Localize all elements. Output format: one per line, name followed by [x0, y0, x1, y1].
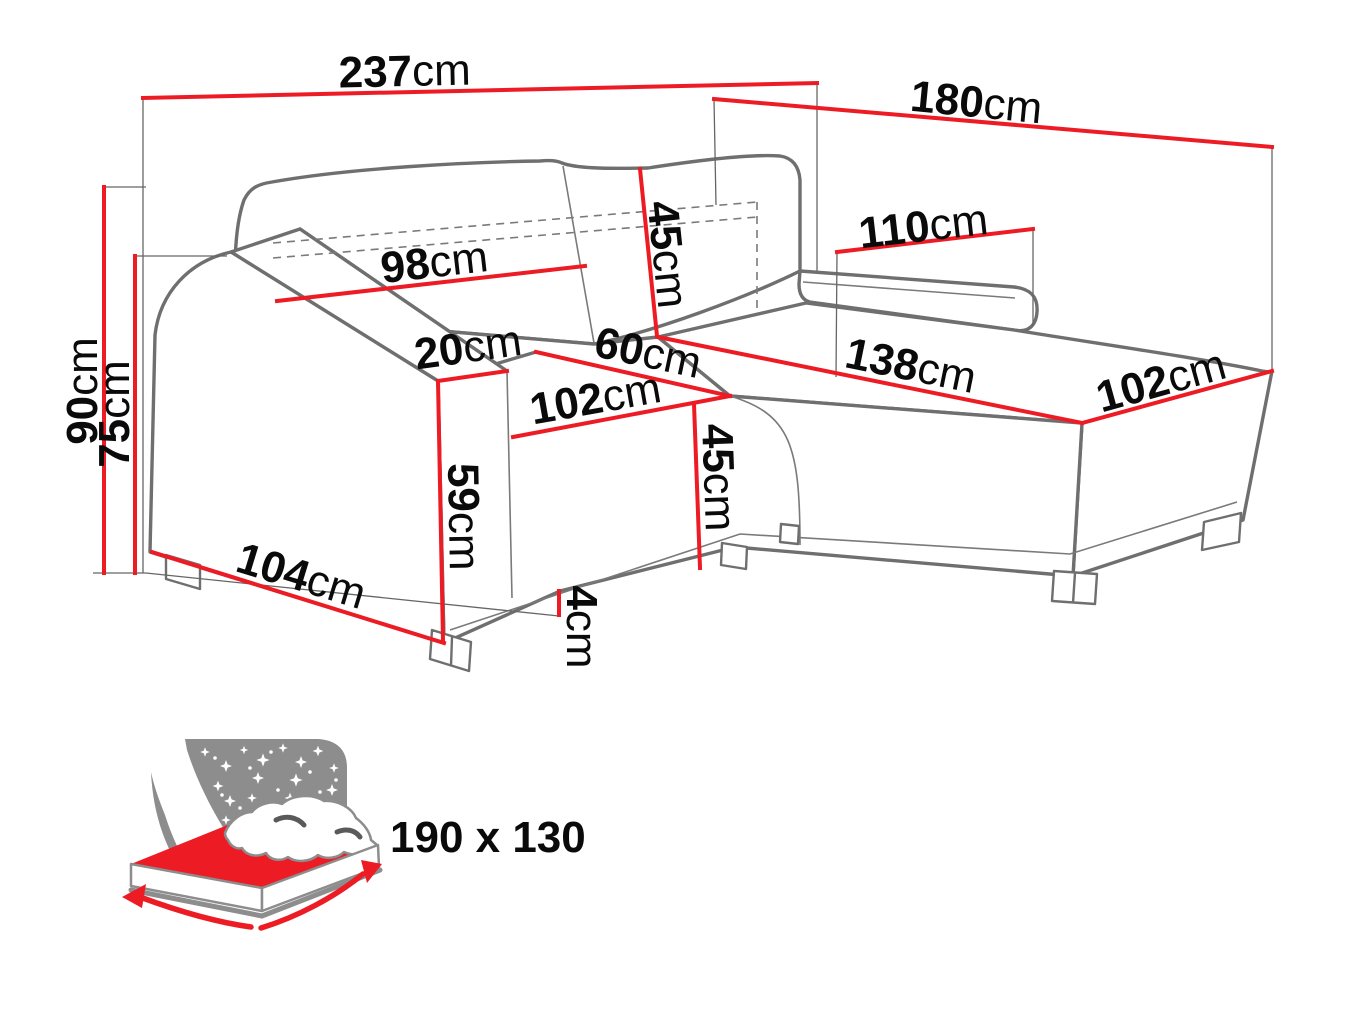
dim-label-armrest-width: 20cm [411, 316, 524, 379]
dim-line-backrest-cushion-width [274, 263, 588, 304]
bedding-blanket [223, 794, 379, 863]
dim-line-chaise-back-width [834, 226, 1036, 255]
dim-line-front-height [435, 378, 446, 644]
chaise-corner-seam [729, 395, 801, 546]
dim-label-depth-total: 180cm [908, 72, 1044, 133]
dim-label-seat-height: 45cm [692, 423, 745, 532]
dim-line-width-total [140, 80, 820, 101]
dimension-labels: 237cm 180cm 110cm 98cm 45cm 90cm 75cm 20… [58, 46, 1231, 669]
foot [1200, 511, 1243, 552]
dim-line-corner-seat-width [533, 349, 733, 399]
dim-label-front-height: 59cm [438, 463, 489, 571]
stars [155, 743, 342, 883]
bed-base-line [128, 867, 383, 919]
backrest-seam [562, 165, 595, 344]
sleeping-area-label: 190 x 130 [390, 813, 586, 862]
sleeping-function-icon: 190 x 130 [122, 739, 586, 931]
dimension-lines [102, 80, 1275, 646]
dim-line-backrest-cushion-height [637, 166, 660, 339]
dim-label-corner-seat-width: 60cm [590, 318, 705, 388]
chaise-seat [656, 301, 1272, 425]
dim-label-height-total: 90cm [58, 337, 107, 445]
base-seam [449, 501, 1238, 631]
foot [1050, 569, 1099, 606]
sofa-seams [449, 165, 1238, 631]
foot [778, 522, 801, 546]
dim-label-seat-width: 102cm [526, 363, 665, 434]
dim-label-width-total: 237cm [338, 46, 471, 98]
dim-line-chaise-width [1079, 368, 1275, 426]
dim-line-seat-height [691, 401, 703, 571]
unfold-arrows [122, 860, 382, 931]
foot [428, 628, 473, 673]
dim-label-chaise-back-width: 110cm [856, 195, 990, 258]
dim-label-backrest-cushion-width: 98cm [378, 232, 490, 293]
dim-label-leg-height: 4cm [557, 585, 606, 668]
dim-label-armrest-height: 75cm [90, 360, 139, 468]
foot [719, 541, 749, 571]
blanket-folds [273, 814, 363, 840]
dim-line-armrest-width [435, 368, 510, 384]
front-seam [506, 370, 513, 599]
dim-line-chaise-seat-length [655, 334, 1085, 426]
chaise-armrest-seam [802, 281, 1016, 299]
dim-label-backrest-cushion-height: 45cm [637, 198, 697, 310]
hidden-bed-dashed-outline [272, 201, 758, 308]
ground-line [93, 572, 560, 617]
dim-line-depth-total [711, 96, 1275, 150]
extension-lines [93, 83, 1273, 617]
dim-line-side-depth [149, 549, 447, 646]
